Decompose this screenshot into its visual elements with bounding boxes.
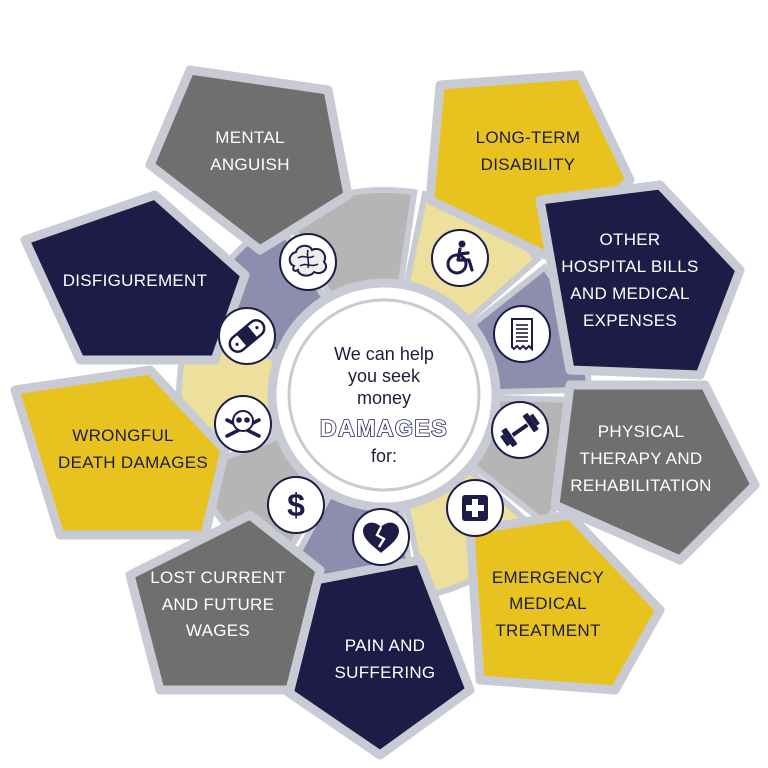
petal-other-hospital-bills: OTHER HOSPITAL BILLS AND MEDICAL EXPENSES [535,180,745,380]
petal-label-emergency-medical-2: MEDICAL [509,594,587,613]
petal-shape-wrongful-death [10,365,230,540]
wheelchair-icon [431,229,489,287]
petal-physical-therapy: PHYSICAL THERAPY AND REHABILITATION [550,380,760,565]
dollar-icon-badge [267,476,325,534]
medical-cross-icon-glyph [462,495,488,521]
petal-label-long-term-disability-1: LONG-TERM [476,128,581,147]
receipt-icon-glyph [511,318,533,352]
center-line-1: We can help [334,344,434,364]
bandage-icon-glyph [228,319,266,353]
petal-label-physical-therapy-2: THERAPY AND [580,449,703,468]
center-suffix: for: [371,446,397,466]
brain-icon-glyph [288,244,328,277]
petal-label-other-hospital-bills-3: AND MEDICAL [570,284,690,303]
petal-label-other-hospital-bills-1: OTHER [600,230,661,249]
petal-label-physical-therapy-3: REHABILITATION [570,476,711,495]
petal-wrongful-death: WRONGFUL DEATH DAMAGES [10,365,230,540]
petal-label-emergency-medical-1: EMERGENCY [492,568,604,587]
icon-ring: $ [214,229,551,566]
petal-label-lost-wages-3: WAGES [186,621,250,640]
petal-shape-mental-anguish [145,65,353,255]
petal-label-wrongful-death-2: DEATH DAMAGES [58,453,208,472]
broken-heart-icon-glyph [363,522,399,553]
petal-label-physical-therapy-1: PHYSICAL [598,422,685,441]
medical-cross-icon [446,479,504,537]
bandage-icon [218,307,276,365]
petal-mental-anguish: MENTAL ANGUISH [145,65,353,255]
petal-label-pain-and-suffering-1: PAIN AND [345,636,426,655]
petal-label-emergency-medical-3: TREATMENT [495,621,600,640]
petal-label-long-term-disability-2: DISABILITY [481,155,576,174]
petal-shape-lost-wages [125,510,325,695]
dollar-icon: $ [267,476,325,534]
petal-emergency-medical: EMERGENCY MEDICAL TREATMENT [465,510,665,695]
petal-label-lost-wages-1: LOST CURRENT [150,568,286,587]
dollar-icon-glyph: $ [287,487,305,523]
wheelchair-icon-glyph [446,240,474,275]
petal-lost-wages: LOST CURRENT AND FUTURE WAGES [125,510,325,695]
center-emphasis: DAMAGES [320,415,448,441]
wheelchair-icon-badge [431,229,489,287]
brain-icon [279,233,337,291]
dumbbell-icon-glyph [500,413,540,447]
center-line-2: you seek [348,366,421,386]
petal-shape-other-hospital-bills [535,180,745,380]
broken-heart-icon [352,508,410,566]
petal-label-other-hospital-bills-2: HOSPITAL BILLS [561,257,698,276]
center-line-3: money [357,388,411,408]
petal-disfigurement: DISFIGUREMENT [20,190,250,365]
skull-crossbones-icon [214,395,272,453]
petal-label-mental-anguish-1: MENTAL [215,128,285,147]
petal-label-pain-and-suffering-2: SUFFERING [335,663,436,682]
petal-label-mental-anguish-2: ANGUISH [210,155,290,174]
skull-crossbones-icon-glyph [225,410,261,438]
center-inner-ring [287,298,481,492]
petal-label-other-hospital-bills-4: EXPENSES [583,311,677,330]
petal-label-lost-wages-2: AND FUTURE [162,595,275,614]
dumbbell-icon [491,401,549,459]
petal-ring: MENTAL ANGUISH LONG-TERM DISABILITY OTHER HOS… [10,65,760,760]
receipt-icon [493,305,551,363]
petal-shape-physical-therapy [550,380,760,565]
svg-text:$: $ [287,487,305,523]
petal-label-disfigurement-1: DISFIGUREMENT [63,271,208,290]
petal-shape-emergency-medical [465,510,665,695]
petal-label-wrongful-death-1: WRONGFUL [72,426,174,445]
center-label: We can help you seek money DAMAGES for: [319,344,448,466]
